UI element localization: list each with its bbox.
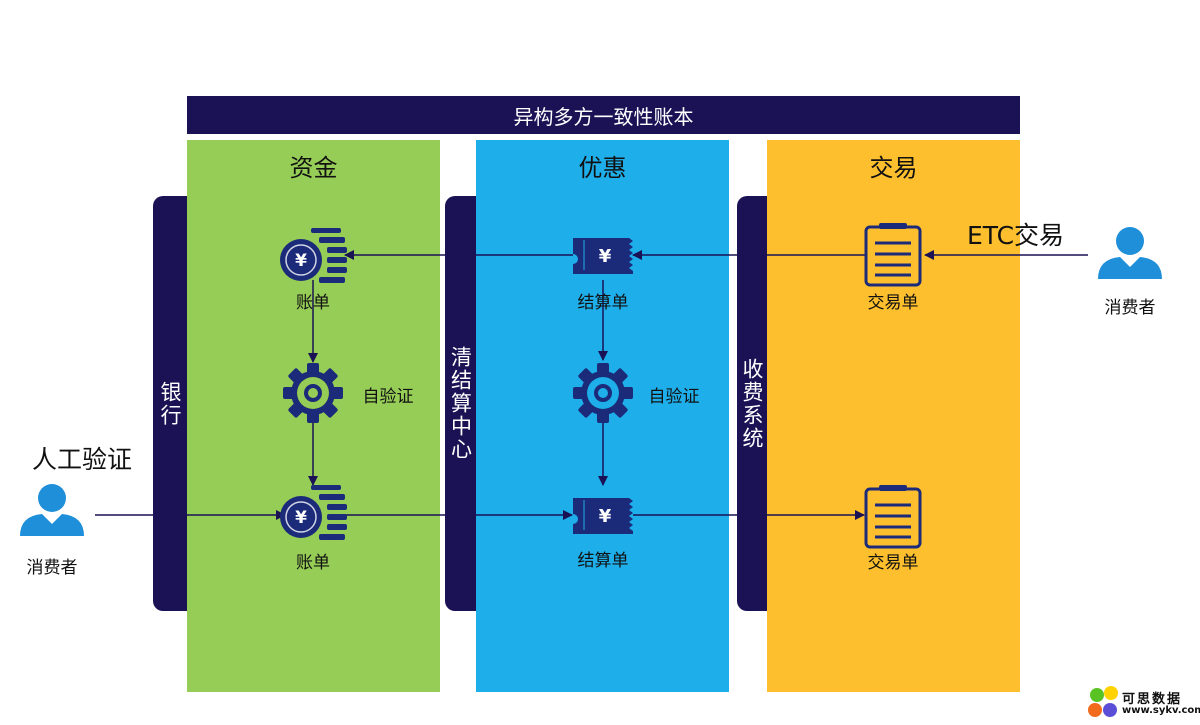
trade-order-label: 交易单 [867,553,919,573]
manual-verify-label: 人工验证 [32,445,133,474]
side-bar-label: 银行 [158,380,182,427]
document-icon [864,483,922,549]
column-trade: 交易 [767,140,1020,692]
column-header: 优惠 [578,154,627,182]
etc-trade-label: ETC交易 [967,221,1065,250]
bill-label: 账单 [296,553,330,573]
ticket-icon [573,238,633,274]
column-header: 资金 [289,154,338,182]
side-bar-clearing: 清结算中心 [445,196,476,611]
side-bar-bank: 银行 [153,196,187,611]
ticket-icon [573,498,633,534]
watermark-logo [1088,686,1118,717]
coin-bill-icon [279,227,348,284]
side-bar-label: 清结算中心 [448,346,473,461]
self-verify-label: 自验证 [362,387,414,407]
side-bar-toll: 收费系统 [737,196,767,611]
document-icon [864,221,922,287]
coin-bill-icon [279,484,348,541]
bill-label: 账单 [296,293,330,313]
settlement-label: 结算单 [577,293,629,313]
settlement-label: 结算单 [577,551,629,571]
self-verify-label: 自验证 [648,387,700,407]
person-icon [1098,227,1162,279]
column-header: 交易 [869,154,918,182]
ledger-title: 异构多方一致性账本 [187,96,1020,134]
consumer-label: 消费者 [1104,298,1156,318]
person-icon [20,484,84,536]
watermark-url: www.sykv.com [1122,705,1200,716]
watermark-name: 可思数据 [1122,692,1183,707]
trade-order-label: 交易单 [867,293,919,313]
consumer-label: 消费者 [26,558,78,578]
side-bar-label: 收费系统 [740,357,764,450]
